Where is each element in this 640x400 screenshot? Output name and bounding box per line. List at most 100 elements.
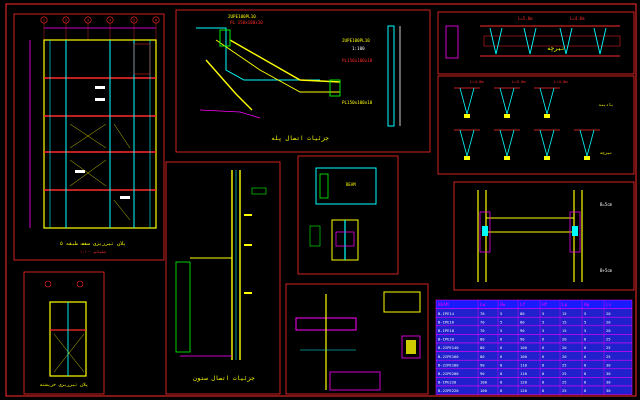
grid-bubble-label: 2 (65, 19, 67, 23)
stair-detail-frame (175, 9, 431, 153)
schedule-cell: 15 (562, 319, 567, 324)
schedule-cell: 8 (584, 388, 587, 393)
schedule-cell: 8 (500, 380, 503, 385)
floor-plan-subtitle: مقیاس ۱:۱۰۰ (80, 249, 107, 254)
schedule-cell: 6 (542, 354, 545, 359)
schedule-cell: 8 (542, 371, 545, 376)
schedule-cell: 8 (542, 380, 545, 385)
schedule-cell: 70 (480, 328, 485, 333)
joist-web (559, 27, 573, 55)
schedule-cell: 25 (562, 388, 567, 393)
beam-detail-frame (297, 155, 399, 275)
column-detail-frame (165, 161, 281, 395)
schedule-cell: B-2IPE220 (438, 388, 459, 393)
schedule-row (435, 316, 633, 327)
joist-chord (504, 156, 510, 160)
schedule-row (435, 359, 633, 370)
joist-title: تیرچه (547, 45, 565, 52)
schedule-cell: B-2IPE160 (438, 354, 459, 359)
schedule-cell: B-IPE220 (438, 380, 457, 385)
joist-sections-frame (437, 75, 635, 175)
schedule-cell: B-2IPE180 (438, 362, 459, 367)
stair-label-2: PL 150x100x10 (230, 20, 263, 25)
schedule-row (435, 368, 633, 378)
stair-detail-title: جزئیات اتصال پله (271, 135, 329, 142)
joist-top-label-1: L=5.0m (518, 16, 533, 21)
joist-chord (544, 156, 550, 160)
schedule-cell: B-2IPE140 (438, 345, 459, 350)
stair-label-1: 2UPE100PL10 (228, 14, 256, 19)
schedule-header-cell: Lp (562, 302, 568, 308)
schedule-cell: B-IPE20 (438, 337, 455, 342)
beam-column-connection: B=5cm B+5cm (453, 181, 635, 291)
beam-section (315, 167, 377, 205)
stair-label-5: 1:100 (352, 46, 365, 51)
schedule-row (435, 377, 633, 387)
column-detail: جزئیات اتصال ستون (165, 161, 281, 395)
schedule-cell: 120 (520, 380, 528, 385)
grid-bubble-label: 3 (87, 19, 89, 23)
grid-bubble-label: 1 (43, 19, 45, 23)
joist-section-label-2: L=5.0m (512, 79, 526, 84)
schedule-cell: 6 (500, 345, 503, 350)
schedule-cell: 90 (520, 328, 525, 333)
stair-detail: 2UPE100PL10 PL 150x100x10 2UPE100PL10 PL… (175, 9, 431, 153)
schedule-cell: 100 (480, 380, 488, 385)
schedule-cell: 20 (606, 328, 611, 333)
joist-web (593, 27, 607, 55)
plate-connection-detail (285, 283, 429, 395)
schedule-cell: 80 (480, 345, 485, 350)
schedule-cell: 15 (562, 328, 567, 333)
schedule-cell: 80 (520, 319, 525, 324)
schedule-cell: 25 (606, 354, 611, 359)
schedule-cell: 120 (520, 388, 528, 393)
schedule-cell: 80 (480, 337, 485, 342)
connection-label-1: B=5cm (600, 202, 613, 207)
grid-bubble-label: 4 (109, 19, 111, 23)
schedule-cell: 5 (500, 311, 502, 316)
schedule-cell: 8 (584, 380, 587, 385)
schedule-cell: 8 (584, 371, 587, 376)
schedule-cell: 90 (520, 337, 525, 342)
schedule-cell: 100 (520, 354, 528, 359)
small-plan-title: پلان تیرریزی خرپشته (40, 383, 89, 388)
schedule-cell: 80 (520, 311, 525, 316)
schedule-cell: 5 (542, 328, 544, 333)
schedule-row (435, 308, 633, 318)
schedule-row (435, 325, 633, 335)
joist-tag-1: بادبند (598, 102, 613, 107)
joist-chord (464, 114, 470, 118)
schedule-cell: 20 (562, 354, 567, 359)
schedule-cell: 70 (480, 319, 485, 324)
schedule-cell: B-2IPE200 (438, 371, 459, 376)
schedule-cell: 100 (520, 345, 528, 350)
schedule-cell: 30 (606, 388, 611, 393)
schedule-cell: 5 (584, 319, 586, 324)
schedule-cell: 6 (500, 337, 503, 342)
joist-web (523, 27, 537, 55)
schedule-cell: 20 (562, 337, 567, 342)
stair-label-6: PL150x100x10 (342, 100, 373, 105)
schedule-row (435, 385, 633, 395)
schedule-header-row (435, 299, 633, 309)
schedule-cell: 5 (584, 311, 586, 316)
stair-label-4: PL150x100x10 (342, 58, 373, 63)
schedule-cell: 25 (562, 380, 567, 385)
beam-label: BEAM (346, 182, 356, 187)
schedule-cell: 8 (542, 388, 545, 393)
schedule-header-cell: Lf (520, 302, 526, 308)
schedule-cell: 30 (606, 362, 611, 367)
schedule-cell: 30 (606, 380, 611, 385)
schedule-cell: 5 (500, 328, 502, 333)
schedule-cell: B-IPE14 (438, 311, 455, 316)
schedule-header-cell: Hw (500, 302, 506, 308)
schedule-cell: 90 (480, 362, 485, 367)
schedule-cell: 110 (520, 371, 528, 376)
schedule-cell: 25 (606, 345, 611, 350)
schedule-cell: 6 (584, 345, 587, 350)
schedule-header-cell: Hf (542, 302, 548, 308)
